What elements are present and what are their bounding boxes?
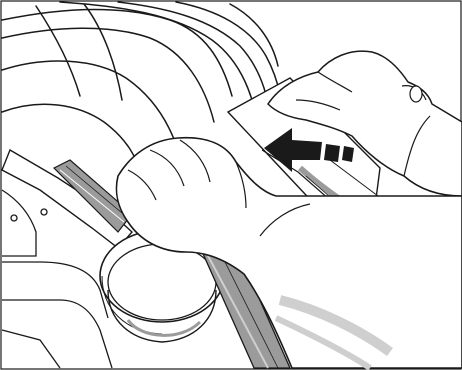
illustration-frame	[0, 0, 462, 370]
instruction-illustration	[0, 0, 462, 370]
